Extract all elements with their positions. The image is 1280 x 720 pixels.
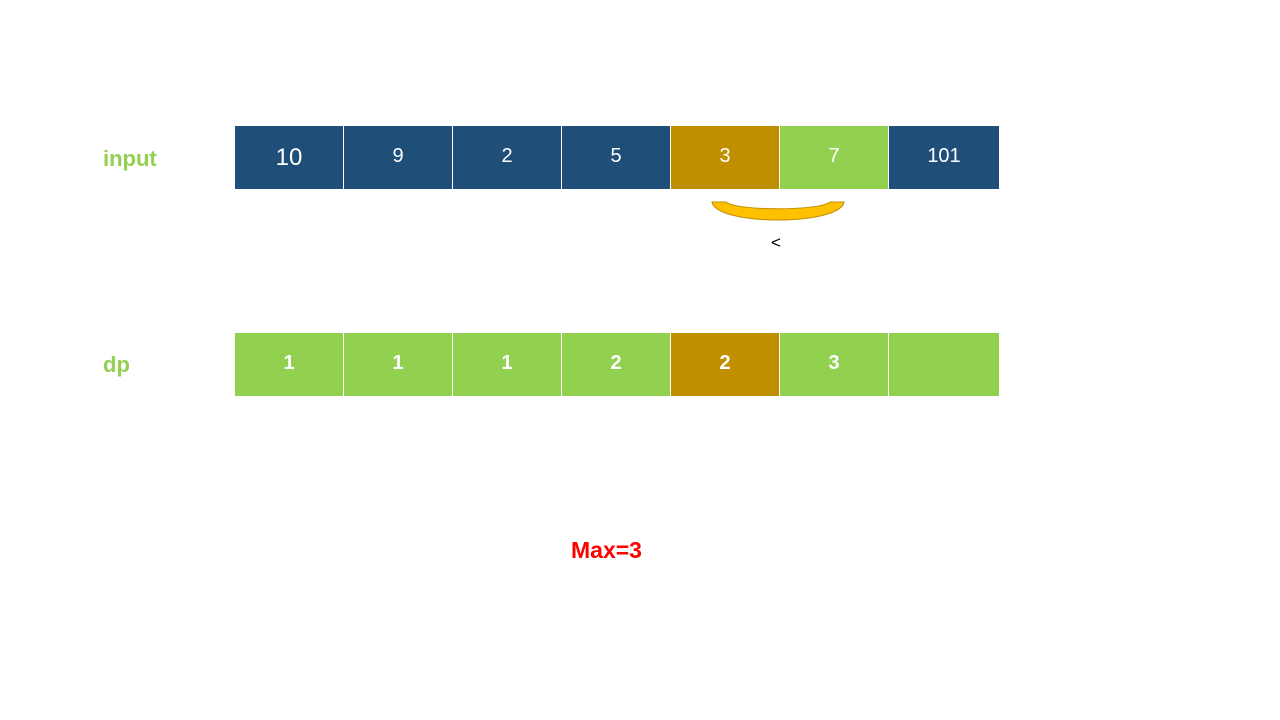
comparison-brace [711,201,845,221]
dp-row-label: dp [103,352,130,377]
dp-cell-0: 1 [235,333,344,396]
input-row-label: input [103,146,157,171]
input-cell-0: 10 [235,126,344,189]
input-cell-1: 9 [344,126,453,189]
dp-cell-1: 1 [344,333,453,396]
input-array: 10 9 2 5 3 7 101 [235,126,999,189]
comparison-symbol: < [771,233,781,252]
input-cell-2: 2 [453,126,562,189]
dp-cell-4-compared: 2 [671,333,780,396]
dp-cell-3: 2 [562,333,671,396]
dp-cell-6-pending [889,333,999,396]
input-cell-4-compared: 3 [671,126,780,189]
dp-cell-5: 3 [780,333,889,396]
input-cell-3: 5 [562,126,671,189]
input-cell-5-current: 7 [780,126,889,189]
dp-array: 1 1 1 2 2 3 [235,333,999,396]
dp-cell-2: 1 [453,333,562,396]
max-result: Max=3 [571,537,642,563]
input-cell-6: 101 [889,126,999,189]
